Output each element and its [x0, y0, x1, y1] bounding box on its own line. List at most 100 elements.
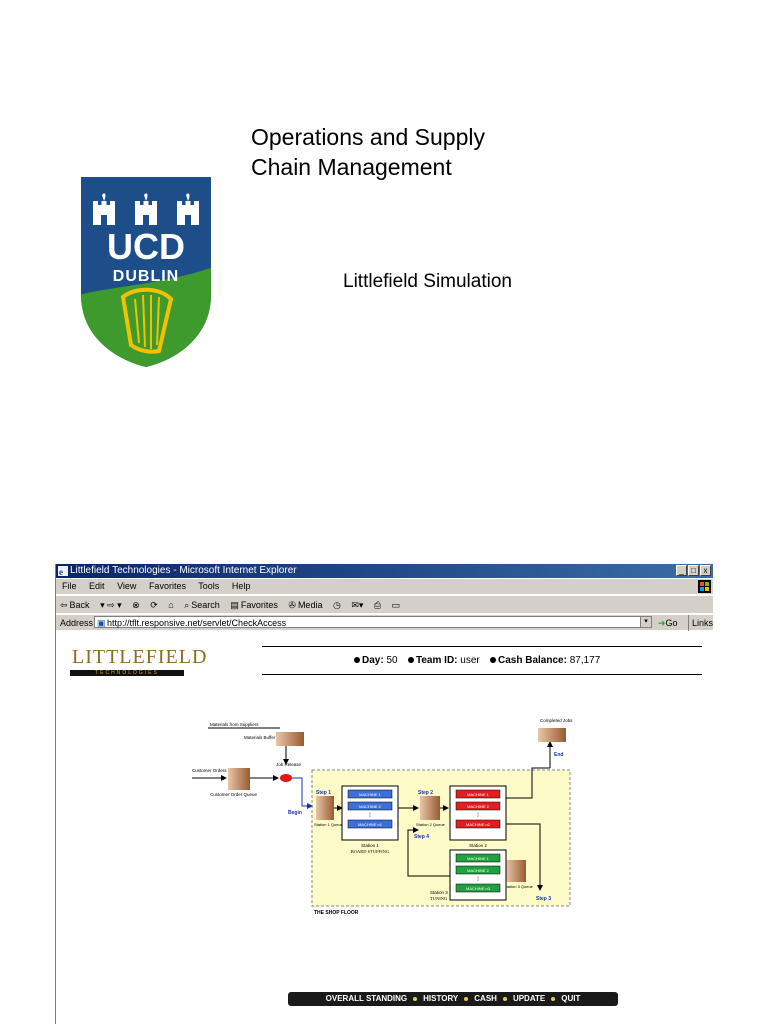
ie-icon: e	[58, 566, 68, 576]
station1-machine-n	[347, 819, 393, 829]
station2-machine2-label: MACHINE 2	[467, 804, 490, 809]
address-label: Address	[60, 618, 94, 628]
job-release-node	[280, 774, 292, 782]
day-value: 50	[386, 655, 398, 666]
nav-separator-icon	[464, 997, 469, 1001]
menu-edit[interactable]: Edit	[89, 581, 105, 591]
step2-label: Step 2	[418, 790, 433, 796]
history-icon[interactable]: ◷	[332, 600, 341, 610]
nav-history[interactable]: HISTORY	[423, 994, 459, 1003]
forward-button[interactable]: ▾ ⇨ ▾	[100, 600, 122, 610]
media-icon: ✇	[288, 600, 296, 610]
stop-icon[interactable]: ⊗	[132, 600, 140, 610]
nav-separator-icon	[502, 997, 507, 1001]
slide-title-line1: Operations and Supply	[251, 124, 485, 150]
bullet-icon	[354, 657, 360, 664]
nav-cash[interactable]: CASH	[474, 994, 497, 1003]
station3-machine1	[455, 853, 501, 863]
back-icon: ⇦	[60, 600, 68, 610]
materials-buffer-label: Materials Buffer	[244, 735, 276, 740]
station2-machine-n	[455, 819, 501, 829]
browser-window: e Littlefield Technologies - Microsoft I…	[55, 564, 713, 1024]
refresh-icon[interactable]: ⟳	[150, 600, 158, 610]
address-dropdown[interactable]: ▾	[640, 616, 652, 628]
station3-queue-box	[506, 860, 526, 882]
print-icon[interactable]: ⎙	[373, 600, 382, 610]
maximize-button[interactable]: □	[688, 565, 699, 576]
station1-machine1	[347, 789, 393, 799]
nav-overall-standing[interactable]: OVERALL STANDING	[325, 994, 408, 1003]
slide-title: Operations and Supply Chain Management	[251, 122, 485, 182]
station1-machine1-label: MACHINE 1	[359, 792, 382, 797]
station3-machine2-label: MACHINE 2	[467, 868, 490, 873]
station3-name: Station 3	[430, 890, 448, 895]
nav-separator-icon	[551, 997, 556, 1001]
nav-bar: OVERALL STANDING HISTORY CASH UPDATE QUI…	[288, 992, 618, 1006]
search-icon: ⌕	[184, 600, 190, 610]
page-icon: ▣	[97, 618, 106, 628]
station2-to-end-line	[506, 767, 550, 799]
go-button[interactable]: ➜Go	[658, 615, 678, 631]
window-title: Littlefield Technologies - Microsoft Int…	[70, 565, 297, 576]
nav-update[interactable]: UPDATE	[512, 994, 546, 1003]
cash-value: 87,177	[569, 655, 601, 666]
address-url: http://tflt.responsive.net/servlet/Check…	[107, 618, 287, 628]
address-bar: Address ▣ http://tflt.responsive.net/ser…	[56, 614, 713, 631]
team-value: user	[460, 655, 480, 666]
menu-file[interactable]: File	[62, 581, 77, 591]
windows-logo-icon	[698, 580, 711, 593]
ucd-logo-text: UCD	[107, 226, 185, 267]
station3-machine1-label: MACHINE 1	[467, 856, 490, 861]
mail-icon[interactable]: ✉▾	[351, 600, 364, 610]
job-release-label: Job Release	[276, 762, 302, 767]
favorites-icon: ▤	[230, 600, 239, 610]
media-button[interactable]: Media	[297, 600, 323, 610]
station3-to-station2-queue-line	[407, 827, 450, 877]
team-label: Team ID:	[416, 655, 458, 666]
station1-sub: BOARD STUFFING	[351, 849, 390, 854]
station1-queue-box	[316, 796, 334, 820]
station2-ellipsis: ⁞	[477, 813, 479, 819]
station2-machine2	[455, 801, 501, 811]
bullet-icon	[490, 657, 496, 664]
materials-buffer-box	[276, 732, 304, 746]
station3-machine-n	[455, 883, 501, 893]
go-icon: ➜	[658, 618, 666, 628]
station3-machine2	[455, 865, 501, 875]
minimize-button[interactable]: _	[676, 565, 687, 576]
station1-queue-label: Station 1 Queue	[314, 822, 344, 827]
day-label: Day:	[362, 655, 384, 666]
address-input[interactable]: ▣ http://tflt.responsive.net/servlet/Che…	[94, 616, 652, 628]
station3-machine-n-label: MACHINE n3	[466, 886, 491, 891]
menu-help[interactable]: Help	[231, 581, 251, 591]
littlefield-logo-word: LITTLEFIELD	[72, 646, 208, 668]
team-status: Team ID: user	[408, 647, 480, 674]
slide-subtitle: Littlefield Simulation	[343, 271, 512, 292]
station3-queue-label: Station 3 Queue	[504, 884, 534, 889]
edit-icon[interactable]: ▭	[391, 600, 401, 610]
step1-label: Step 1	[316, 790, 331, 796]
search-button[interactable]: Search	[191, 600, 220, 610]
close-button[interactable]: x	[700, 565, 711, 576]
bullet-icon	[408, 657, 414, 664]
toolbar: ⇦Back ▾ ⇨ ▾ ⊗ ⟳ ⌂ ⌕Search ▤Favorites ✇Me…	[56, 595, 713, 613]
begin-arrow	[292, 777, 313, 809]
nav-separator-icon	[413, 997, 418, 1001]
back-button[interactable]: Back	[69, 600, 90, 610]
littlefield-logo-sub: TECHNOLOGIES	[70, 670, 184, 676]
station1-name: Station 1	[361, 843, 379, 848]
svg-text:e: e	[59, 567, 63, 576]
station1-machine2	[347, 801, 393, 811]
station3-sub: TUNING	[430, 896, 448, 901]
menu-favorites[interactable]: Favorites	[148, 581, 186, 591]
day-status: Day: 50	[354, 647, 398, 674]
station3-ellipsis: ⁞	[477, 877, 479, 883]
menu-view[interactable]: View	[117, 581, 137, 591]
nav-quit[interactable]: QUIT	[561, 994, 581, 1003]
menu-tools[interactable]: Tools	[198, 581, 220, 591]
station2-machine1	[455, 789, 501, 799]
home-icon[interactable]: ⌂	[168, 600, 174, 610]
favorites-button[interactable]: Favorites	[240, 600, 278, 610]
customer-orders-label: Customer Orders	[192, 768, 227, 773]
links-button[interactable]: Links	[688, 615, 713, 631]
